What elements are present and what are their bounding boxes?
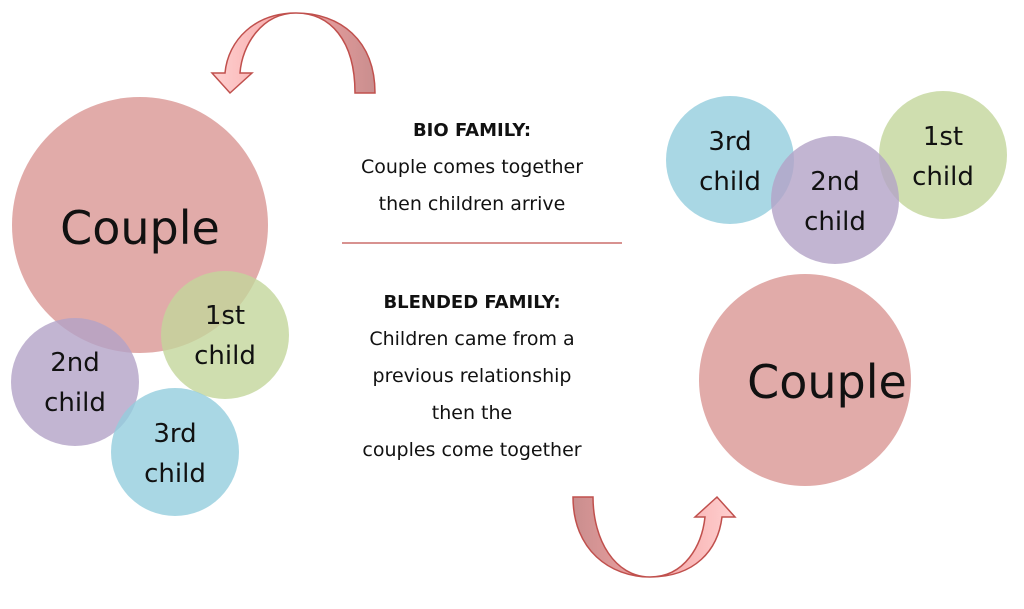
left-first-child-label: 1st xyxy=(205,301,245,331)
left-couple-label: Couple xyxy=(60,201,220,255)
right-couple-label: Couple xyxy=(747,355,907,409)
right-third-child-label-2: child xyxy=(699,167,761,197)
right-first-child-label: 1st xyxy=(923,122,963,152)
right-cluster: 3rd child 2nd child 1st child Couple xyxy=(666,91,1007,486)
right-couple-circle xyxy=(699,274,911,486)
left-third-child-label-2: child xyxy=(144,459,206,489)
blended-family-line: then the xyxy=(431,402,513,424)
bio-family-line: Couple comes together xyxy=(360,156,584,178)
left-second-child-circle xyxy=(11,318,139,446)
right-second-child-label-2: child xyxy=(804,207,866,237)
blended-family-text: BLENDED FAMILY: Children came from a pre… xyxy=(322,284,622,469)
blended-family-line: Children came from a xyxy=(369,328,575,350)
right-first-child-circle xyxy=(879,91,1007,219)
left-third-child-circle xyxy=(111,388,239,516)
left-first-child-circle xyxy=(161,271,289,399)
bio-family-text: BIO FAMILY: Couple comes together then c… xyxy=(322,112,622,223)
curved-arrow-top-icon xyxy=(210,12,376,95)
right-second-child-circle xyxy=(771,136,899,264)
curved-arrow-bottom-icon xyxy=(572,495,737,578)
blended-family-line: previous relationship xyxy=(372,365,572,387)
right-third-child-circle xyxy=(666,96,794,224)
bio-family-line: then children arrive xyxy=(378,193,566,215)
blended-family-line: couples come together xyxy=(362,439,582,461)
left-cluster: Couple 1st child 2nd child 3rd child xyxy=(11,97,289,516)
blended-family-heading: BLENDED FAMILY: xyxy=(383,292,561,313)
right-first-child-label-2: child xyxy=(912,162,974,192)
bio-family-heading: BIO FAMILY: xyxy=(412,120,532,141)
left-second-child-label-2: child xyxy=(44,388,106,418)
left-second-child-label: 2nd xyxy=(50,348,100,378)
right-third-child-label: 3rd xyxy=(708,127,751,157)
right-second-child-label: 2nd xyxy=(810,167,860,197)
left-first-child-label-2: child xyxy=(194,341,256,371)
left-third-child-label: 3rd xyxy=(153,419,196,449)
